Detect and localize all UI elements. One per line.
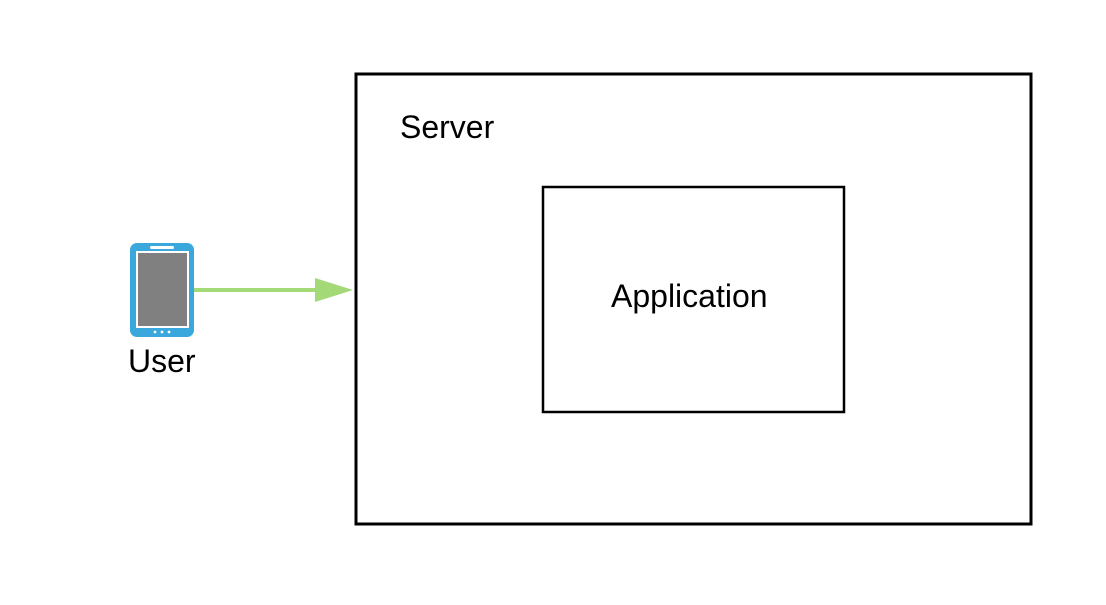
arrow-head xyxy=(315,278,353,302)
application-box xyxy=(541,185,846,414)
server-box xyxy=(354,72,1033,526)
server-label: Server xyxy=(400,109,495,145)
phone-speaker xyxy=(150,246,174,249)
phone-button-dot xyxy=(160,330,164,334)
phone-button-dot xyxy=(167,330,171,334)
phone-button-dot xyxy=(153,330,157,334)
phone-screen-inner xyxy=(138,253,187,326)
application-label: Application xyxy=(611,278,768,314)
user-label: User xyxy=(128,343,196,379)
smartphone-icon xyxy=(130,243,194,337)
user-to-server-arrow xyxy=(193,278,353,302)
